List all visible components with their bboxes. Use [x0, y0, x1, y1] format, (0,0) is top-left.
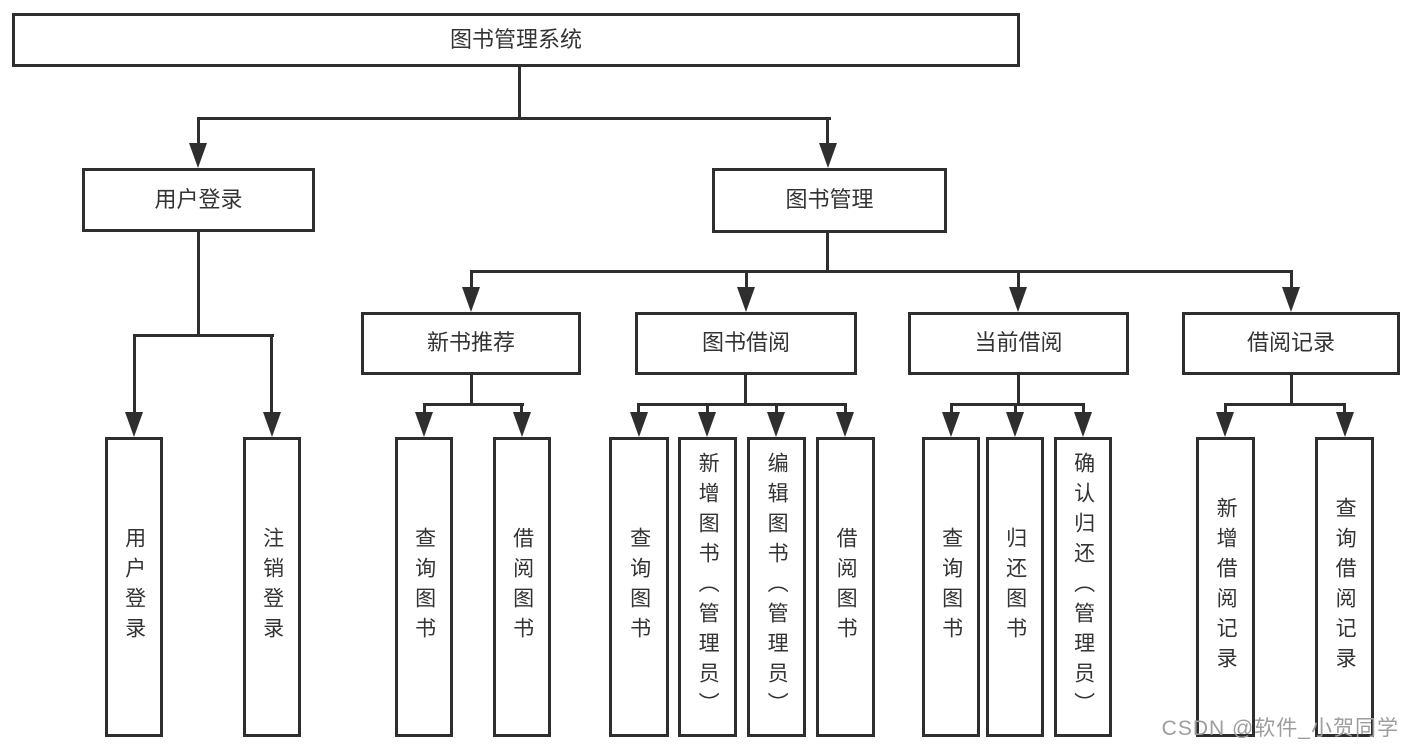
connector-userlogin-branch — [133, 334, 274, 337]
leaf-borrow-query: 查询图书 — [609, 437, 669, 737]
csdn-watermark: CSDN @软件_小贺同学 — [1161, 717, 1399, 740]
arrow-down-icon — [836, 412, 854, 437]
connector-arrow-shaft — [1290, 270, 1293, 291]
connector-root-stem — [518, 65, 521, 120]
arrow-down-icon — [1216, 412, 1234, 437]
connector-arrow-shaft — [826, 117, 829, 147]
connector-userlogin-stem — [197, 230, 200, 337]
connector-arrow-shaft — [775, 403, 778, 415]
leaf-records-add: 新增借阅记录 — [1196, 437, 1255, 737]
node-book-management: 图书管理 — [712, 168, 947, 233]
connector-arrow-shaft — [423, 403, 426, 415]
connector-records-stem — [1290, 373, 1293, 406]
connector-arrow-shaft — [1224, 403, 1227, 415]
connector-root-branch — [197, 117, 831, 120]
arrow-down-icon — [1074, 412, 1092, 437]
connector-arrow-shaft — [637, 403, 640, 415]
arrow-down-icon — [462, 287, 480, 312]
connector-bookborrow-branch — [637, 403, 847, 406]
leaf-borrow-edit: 编辑图书（管理员） — [747, 437, 806, 737]
arrow-down-icon — [189, 143, 207, 168]
connector-bookmgmt-branch — [470, 270, 1293, 273]
connector-arrow-shaft — [197, 117, 200, 147]
arrow-down-icon — [1282, 287, 1300, 312]
leaf-logout: 注销登录 — [243, 437, 301, 737]
connector-newbooks-branch — [423, 403, 524, 406]
connector-currentborrow-branch — [950, 403, 1085, 406]
node-user-login: 用户登录 — [82, 168, 315, 232]
node-root: 图书管理系统 — [12, 13, 1020, 67]
node-current-borrow: 当前借阅 — [908, 312, 1129, 375]
leaf-current-query: 查询图书 — [922, 437, 980, 737]
node-borrow-records: 借阅记录 — [1182, 312, 1400, 375]
connector-arrow-shaft — [745, 270, 748, 291]
connector-arrow-shaft — [270, 334, 273, 416]
connector-bookborrow-stem — [744, 373, 747, 406]
leaf-newbooks-borrow: 借阅图书 — [493, 437, 551, 737]
leaf-newbooks-query: 查询图书 — [395, 437, 453, 737]
arrow-down-icon — [819, 143, 837, 168]
node-new-books: 新书推荐 — [361, 312, 581, 375]
connector-currentborrow-stem — [1017, 373, 1020, 406]
arrow-down-icon — [1009, 287, 1027, 312]
arrow-down-icon — [513, 412, 531, 437]
arrow-down-icon — [737, 287, 755, 312]
connector-arrow-shaft — [133, 334, 136, 416]
leaf-current-return: 归还图书 — [986, 437, 1044, 737]
connector-newbooks-stem — [470, 373, 473, 406]
leaf-borrow-add: 新增图书（管理员） — [678, 437, 737, 737]
arrow-down-icon — [1006, 412, 1024, 437]
leaf-borrow-borrow: 借阅图书 — [816, 437, 875, 737]
connector-arrow-shaft — [1343, 403, 1346, 415]
connector-arrow-shaft — [1082, 403, 1085, 415]
connector-arrow-shaft — [950, 403, 953, 415]
connector-arrow-shaft — [470, 270, 473, 291]
leaf-current-confirm: 确认归还（管理员） — [1054, 437, 1112, 737]
connector-arrow-shaft — [1014, 403, 1017, 415]
connector-arrow-shaft — [1017, 270, 1020, 291]
arrow-down-icon — [1336, 412, 1354, 437]
leaf-records-query: 查询借阅记录 — [1315, 437, 1374, 737]
arrow-down-icon — [698, 412, 716, 437]
arrow-down-icon — [942, 412, 960, 437]
leaf-user-login: 用户登录 — [105, 437, 163, 737]
connector-records-branch — [1224, 403, 1346, 406]
arrow-down-icon — [767, 412, 785, 437]
arrow-down-icon — [630, 412, 648, 437]
connector-arrow-shaft — [520, 403, 523, 415]
arrow-down-icon — [415, 412, 433, 437]
node-book-borrow: 图书借阅 — [635, 312, 857, 375]
arrow-down-icon — [263, 412, 281, 437]
connector-arrow-shaft — [844, 403, 847, 415]
connector-arrow-shaft — [706, 403, 709, 415]
connector-bookmgmt-stem — [826, 231, 829, 273]
arrow-down-icon — [125, 412, 143, 437]
